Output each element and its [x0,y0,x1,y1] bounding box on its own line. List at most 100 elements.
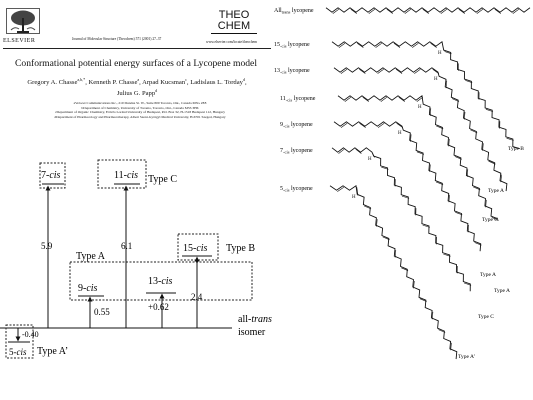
double-bond-mark [448,194,450,203]
double-bond-mark [344,96,351,102]
energy-15cis: 2.4 [191,292,203,302]
energy-7cis: 5.9 [41,241,53,251]
double-bond-mark [359,122,366,128]
double-bond-mark [372,153,375,158]
double-bond-mark [440,8,447,14]
hydrogen-atom-label: H [438,51,442,56]
double-bond-mark [362,96,369,102]
header-rule [3,48,271,49]
hydrogen-atom-label: H [368,157,372,162]
double-bond-mark [401,267,409,271]
molecule-type-label: Type B [508,146,524,152]
reference-label: all-trans [238,314,272,325]
type-a-box [69,261,253,301]
double-bond-mark [375,42,382,48]
double-bond-mark [416,96,423,102]
double-bond-mark [485,109,494,112]
affiliation-b: bDepartment of Chemistry, University of … [81,105,199,110]
label-5cis: 5-cis [9,347,27,357]
molecule-type-label: Type A [480,272,496,278]
double-bond-mark [357,42,364,48]
molecule-type-label: Type A [488,188,504,194]
double-bond-mark [381,166,389,170]
double-bond-mark [393,42,401,48]
double-bond-mark [413,280,415,289]
paper-title: Conformational potential energy surfaces… [15,58,257,69]
lycopene-chain [333,67,508,192]
type-b-label: Type B [226,243,255,254]
double-bond-mark [467,224,469,233]
journal-website: www.elsevier.com/locate/theochem [206,40,258,44]
double-bond-mark [435,181,444,185]
double-bond-mark [512,8,519,14]
molecule-type-label: Type C [478,314,494,320]
double-bond-mark [436,125,444,130]
type-a-label: Type A [76,251,106,262]
molecule-type-label: Type A [494,288,510,294]
double-bond-mark [430,42,437,48]
type-a-prime-box [5,324,34,359]
lycopene-chain [329,185,458,360]
double-bond-mark [416,151,425,155]
label-9cis: 9-cis [78,283,98,294]
affiliation-a: aVelocet Communications Inc., 210 Dundas… [73,101,207,105]
affiliations: aVelocet Communications Inc., 210 Dundas… [20,101,260,119]
double-bond-mark [338,148,345,154]
energy-5cis: -0.40 [22,330,39,339]
double-bond-mark [470,129,478,134]
double-bond-mark [500,174,502,183]
double-bond-mark [382,236,390,241]
elsevier-tree-logo [6,8,40,34]
double-bond-mark [340,122,348,128]
paper-header: ELSEVIER Journal of Molecular Structure … [0,0,272,119]
double-bond-mark [488,160,496,165]
double-bond-mark [401,195,410,199]
double-bond-mark [474,242,482,246]
double-bond-mark [429,164,431,172]
double-bond-mark [443,253,451,257]
double-bond-mark [368,8,375,14]
double-bond-mark [429,108,432,116]
double-bond-mark [494,8,501,14]
double-bond-mark [422,8,429,14]
double-bond-mark [410,134,412,142]
double-bond-mark [398,96,405,102]
double-bond-mark [376,219,378,227]
double-bond-mark [444,51,452,55]
double-bond-mark [473,186,481,191]
hydrogen-atom-label: H [434,77,438,82]
double-bond-mark [419,298,427,302]
double-bond-mark [422,224,430,228]
double-bond-mark [377,122,385,128]
double-bond-mark [414,68,421,74]
energy-level-diagram: all-trans isomer 7-cis 11-cis 9-cis 13-c… [0,159,272,359]
lycopene-chain [331,147,471,292]
affiliation-d: dDepartment of Pharmacology and Pharmaco… [54,114,226,119]
molecule-row-label: 11-cis lycopene [280,96,316,103]
double-bond-mark [445,80,448,89]
double-bond-mark [380,96,387,102]
lycopene-chain [331,41,520,150]
double-bond-mark [464,111,466,120]
label-15cis: 15-cis [183,243,208,254]
molecule-row-label: 5-cis lycopene [280,186,313,193]
reference-label-2: isomer [238,327,266,338]
molecule-row-label: 9-cis lycopene [280,122,313,129]
double-bond-mark [482,143,484,151]
double-bond-mark [451,98,460,102]
double-bond-mark [450,342,452,351]
double-bond-mark [464,282,472,286]
double-bond-mark [359,68,366,74]
double-bond-mark [476,8,483,14]
affiliation-c: cDepartment of Organic Chemistry, Eötvös… [55,110,225,115]
energy-13cis: +0.62 [148,302,169,312]
hydrogen-atom-label: H [352,195,356,200]
double-bond-mark [340,68,348,74]
hydrogen-atom-label: H [398,131,402,136]
publisher-name: ELSEVIER [3,38,36,44]
molecule-row-label: 13-cis lycopene [274,68,310,75]
double-bond-mark [506,137,514,141]
energy-9cis: 0.55 [94,307,110,317]
double-bond-mark [412,42,419,48]
